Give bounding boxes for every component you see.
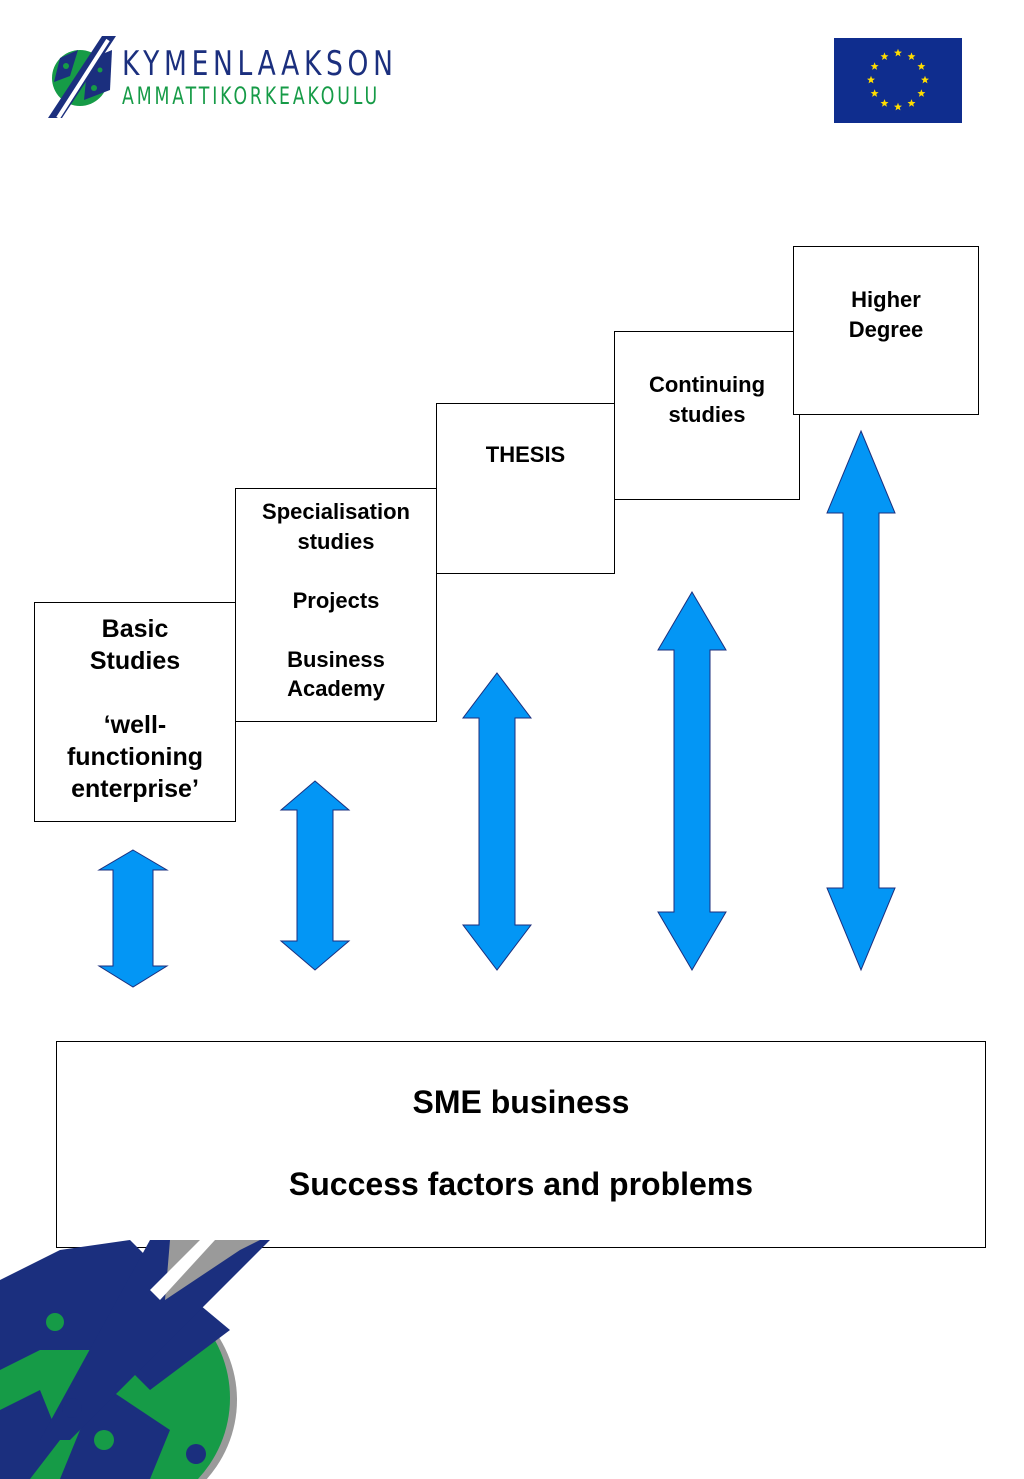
star-icon	[894, 102, 902, 111]
step-continuing-studies: Continuing studies	[614, 331, 800, 500]
step-line: Basic	[101, 615, 169, 643]
step-text: Continuing studies	[615, 370, 799, 430]
star-icon	[870, 62, 879, 70]
double-arrow-icon	[279, 780, 351, 971]
step-line: THESIS	[485, 442, 566, 467]
step-thesis: THESIS	[436, 403, 615, 574]
step-line: Studies	[89, 647, 181, 675]
step-line: studies	[297, 528, 375, 554]
step-line: functioning	[66, 743, 204, 771]
star-icon	[880, 52, 889, 61]
double-arrow-icon	[826, 429, 896, 972]
star-icon	[867, 75, 875, 84]
step-line: Degree	[848, 317, 924, 342]
step-line: enterprise’	[71, 775, 199, 803]
double-arrow-icon	[97, 849, 169, 988]
decorative-emblem-icon	[0, 1240, 270, 1479]
star-icon	[870, 89, 879, 97]
star-icon	[907, 99, 916, 107]
step-line: Specialisation	[262, 499, 410, 524]
double-arrow-icon	[461, 672, 533, 971]
sme-subtitle: Success factors and problems	[288, 1166, 754, 1202]
double-arrow-icon	[657, 591, 727, 971]
star-icon	[917, 62, 926, 70]
star-icon	[894, 48, 902, 57]
step-text: THESIS	[437, 440, 614, 470]
star-icon	[880, 99, 889, 107]
logo-emblem-icon	[48, 36, 116, 120]
step-line: ‘well-	[103, 711, 167, 739]
step-line: Academy	[287, 676, 385, 701]
star-icon	[921, 75, 929, 84]
sme-box: SME business Success factors and problem…	[56, 1041, 986, 1248]
star-icon	[917, 89, 926, 97]
step-line: Continuing	[648, 372, 766, 397]
logo-text-primary: KYMENLAAKSON	[122, 44, 398, 84]
step-line: Business	[287, 646, 385, 672]
step-line: Higher	[851, 287, 921, 312]
logo-text-secondary: AMMATTIKORKEAKOULU	[122, 82, 380, 110]
step-line: Projects	[292, 587, 380, 613]
step-line: studies	[668, 402, 746, 427]
star-icon	[907, 52, 916, 61]
sme-title: SME business	[412, 1084, 630, 1120]
eu-flag-icon	[834, 38, 962, 123]
